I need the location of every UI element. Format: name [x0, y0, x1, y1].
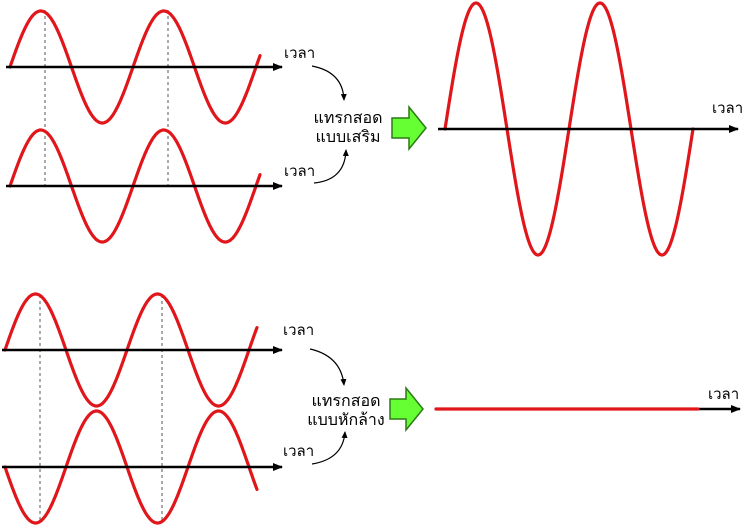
- curve-arrow-up: [313, 149, 349, 184]
- destructive-wave-2: [3, 409, 259, 525]
- curve-arrow-up: [311, 431, 348, 465]
- constructive-wave-2: [8, 128, 262, 244]
- destructive-label-line1: แทรกสอด: [312, 391, 381, 410]
- curve-arrow-down: [309, 348, 347, 386]
- axis-label: เวลา: [283, 442, 314, 460]
- curve-arrow-down: [311, 65, 347, 101]
- axis-label: เวลา: [284, 44, 315, 62]
- destructive-section: เวลา เวลา แทรกสอด แบบหักล้าง เวลา: [2, 292, 741, 525]
- axis-label: เวลา: [283, 321, 314, 339]
- destructive-label-line2: แบบหักล้าง: [307, 410, 384, 429]
- destructive-wave-1: [3, 292, 259, 408]
- axis-label: เวลา: [708, 385, 739, 403]
- constructive-section: เวลา เวลา แทรกสอด แบบเสริม เวลา: [6, 1, 743, 257]
- axis-label: เวลา: [712, 99, 743, 117]
- constructive-label-line2: แบบเสริม: [316, 127, 381, 146]
- result-arrow: [389, 385, 424, 433]
- constructive-label-line1: แทรกสอด: [314, 108, 383, 127]
- result-arrow: [391, 104, 427, 152]
- axis-label: เวลา: [284, 162, 315, 180]
- constructive-wave-1: [8, 9, 262, 125]
